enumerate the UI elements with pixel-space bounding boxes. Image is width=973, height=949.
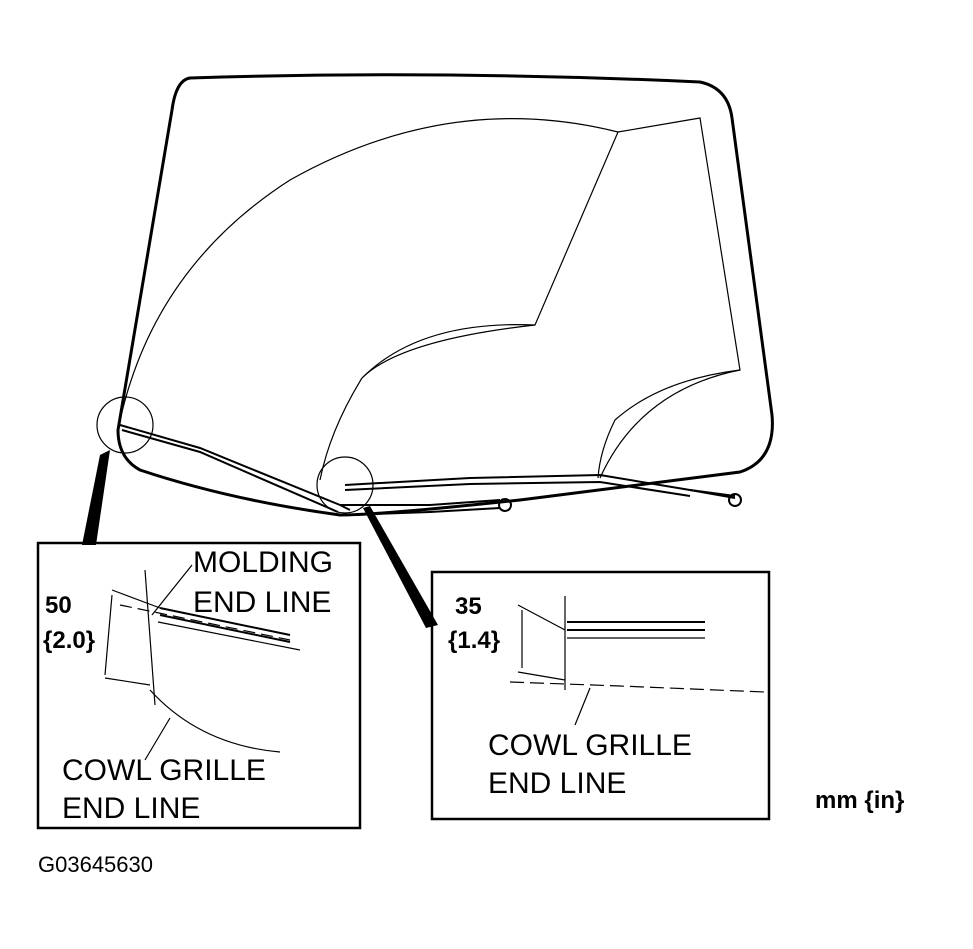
windshield-outline [116, 73, 774, 517]
driver-wiper-blade [119, 424, 351, 511]
right-leader-wedge [363, 506, 438, 628]
right-cowl-leader [574, 687, 591, 726]
right-detail-circle [316, 456, 374, 514]
right-cowl-label-line2: END LINE [488, 767, 626, 800]
left-cowl-label-line2: END LINE [62, 792, 200, 825]
left-molding-strip [159, 607, 291, 636]
figure-code: G03645630 [38, 852, 153, 877]
left-molding-strip-2 [159, 614, 291, 643]
driver-wipe-inner [361, 131, 619, 379]
left-dash-line [119, 604, 291, 641]
left-cowl-end-line [149, 689, 281, 753]
driver-wiper-arm [340, 499, 501, 506]
right-dimension-inch: {1.4} [448, 627, 500, 654]
left-dimension-inch: {2.0} [43, 627, 95, 654]
driver-wipe-arc [117, 118, 619, 431]
left-dim-bottom [104, 677, 151, 686]
molding-leader [151, 564, 193, 616]
molding-end-line [144, 569, 156, 706]
left-dimension-value: 50 [45, 592, 72, 619]
right-cowl-end-line [509, 681, 766, 693]
right-dim-top [517, 604, 566, 631]
passenger-wiper-pivot [728, 493, 742, 507]
molding-label-line2: END LINE [193, 586, 331, 619]
passenger-wiper-arm [689, 489, 736, 497]
left-cowl-label-line1: COWL GRILLE [62, 754, 266, 787]
driver-wiper-blade-2 [121, 429, 339, 513]
units-label: mm {in} [815, 787, 904, 814]
molding-label-line1: MOLDING [193, 546, 333, 579]
left-dim-top [111, 589, 161, 609]
right-dim-bottom [517, 671, 566, 681]
passenger-wipe-arc-2 [597, 369, 741, 479]
right-detail-box [430, 570, 771, 821]
left-detail-circle [96, 396, 154, 454]
right-cowl-label-line1: COWL GRILLE [488, 729, 692, 762]
passenger-wipe-arc [361, 324, 536, 379]
passenger-wipe-outer [319, 117, 741, 481]
left-dim-line [104, 594, 113, 676]
left-cowl-leader [144, 717, 171, 761]
left-leader-wedge [82, 450, 110, 545]
driver-wiper-pivot [498, 498, 512, 512]
left-detail-box [36, 541, 362, 830]
passenger-wiper-blade-2 [344, 480, 691, 497]
right-dimension-value: 35 [455, 593, 482, 620]
left-molding-strip-3 [157, 621, 301, 651]
